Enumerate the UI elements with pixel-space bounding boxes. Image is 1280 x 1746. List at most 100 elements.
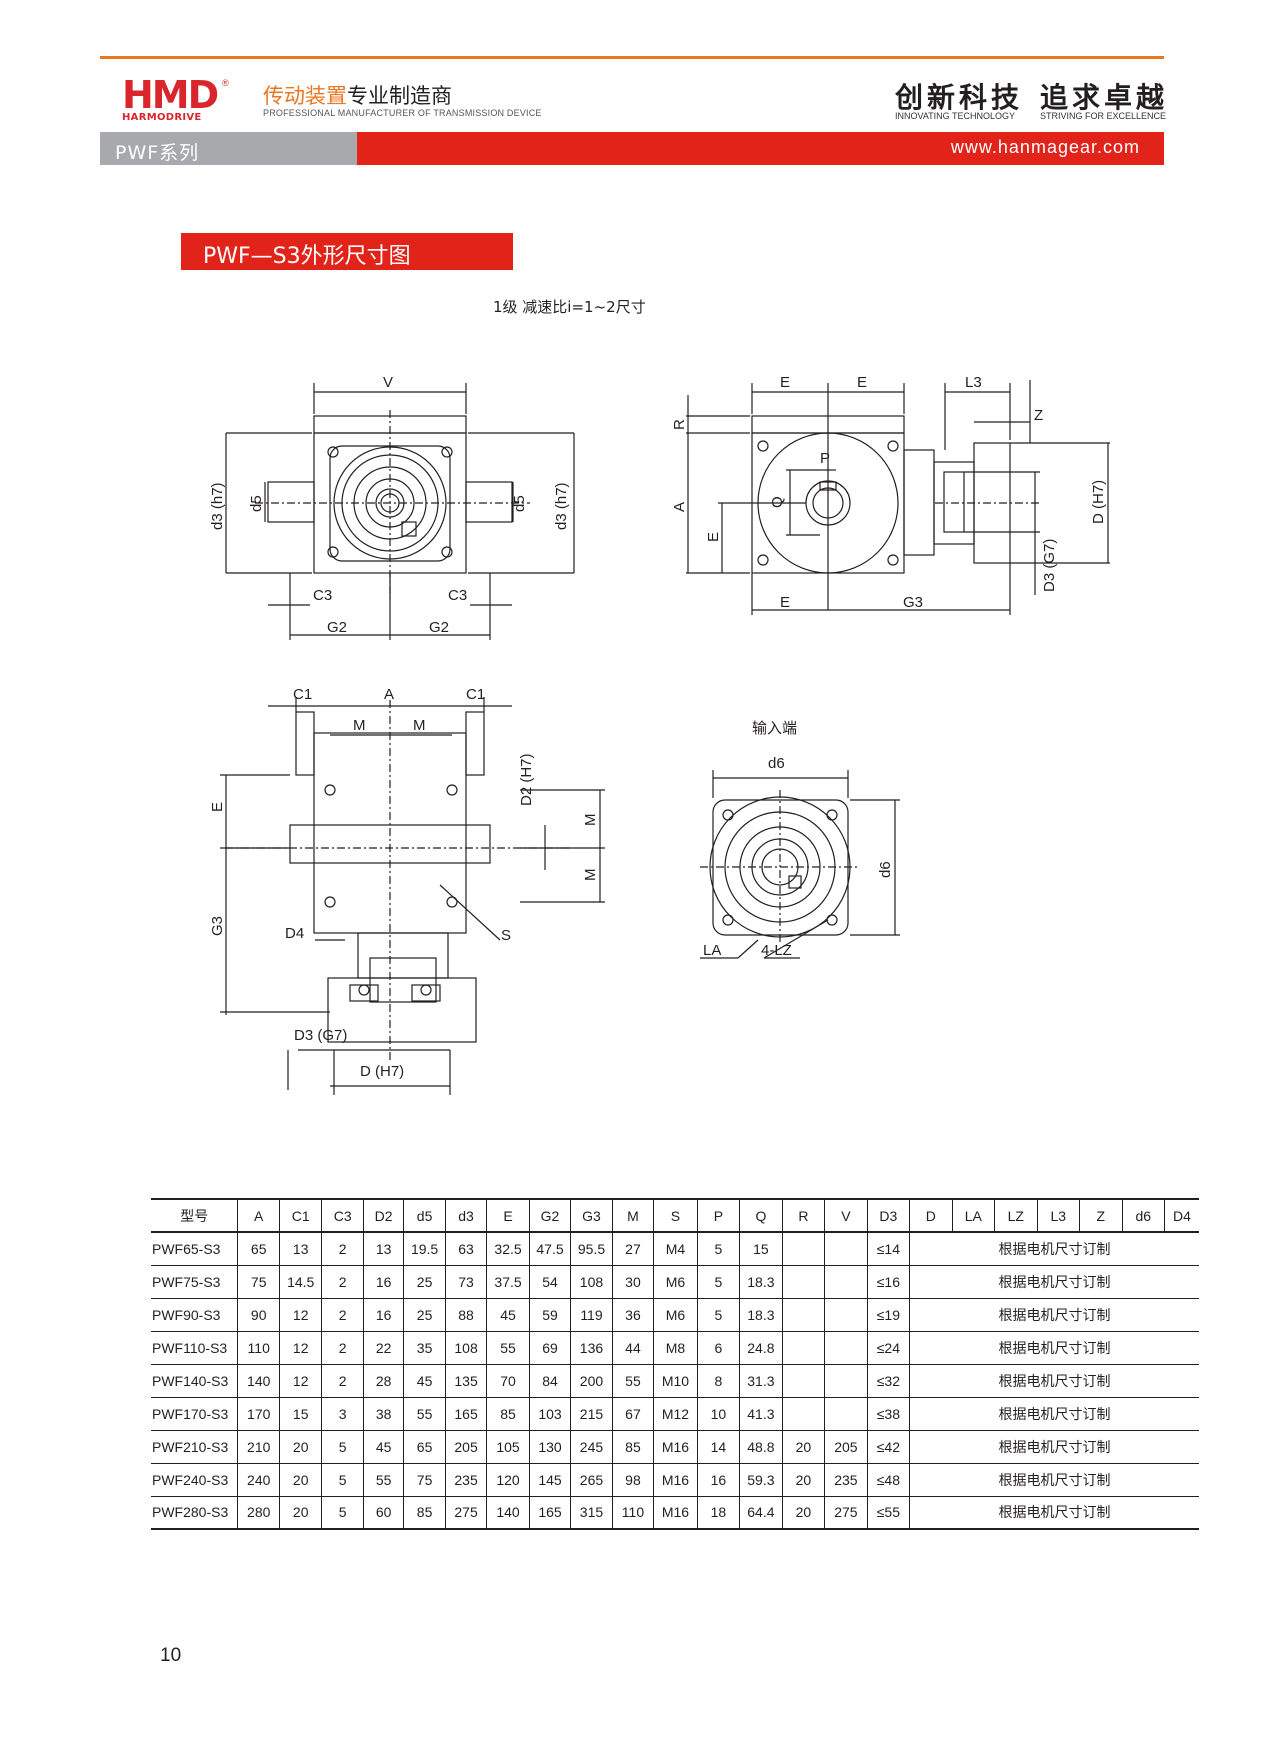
column-header: d5 bbox=[403, 1199, 446, 1232]
table-cell: 5 bbox=[697, 1265, 741, 1298]
table-cell: 275 bbox=[824, 1496, 868, 1529]
table-cell: 47.5 bbox=[529, 1232, 572, 1265]
table-cell: 105 bbox=[486, 1430, 530, 1463]
table-cell: ≤32 bbox=[867, 1364, 911, 1397]
table-cell: 59.3 bbox=[739, 1463, 783, 1496]
label-d6-top: d6 bbox=[768, 755, 785, 772]
table-cell: M4 bbox=[653, 1232, 698, 1265]
table-cell: 12 bbox=[279, 1364, 323, 1397]
table-cell: 136 bbox=[570, 1331, 613, 1364]
table-cell: 73 bbox=[445, 1265, 488, 1298]
table-cell: 20 bbox=[782, 1430, 826, 1463]
model-cell: PWF240-S3 bbox=[151, 1463, 239, 1496]
tagline-prefix: 传动装置 bbox=[263, 84, 347, 108]
table-cell: 210 bbox=[237, 1430, 280, 1463]
label-E-top-view: E bbox=[209, 802, 226, 812]
custom-note-cell: 根据电机尺寸订制 bbox=[998, 1241, 1111, 1258]
table-cell: 315 bbox=[570, 1496, 613, 1529]
table-cell: 88 bbox=[445, 1298, 488, 1331]
table-cell: 18.3 bbox=[739, 1298, 783, 1331]
column-header: S bbox=[653, 1199, 698, 1232]
table-cell: 38 bbox=[363, 1397, 405, 1430]
label-d3-h7-left: d3 (h7) bbox=[209, 482, 226, 530]
table-cell: 5 bbox=[697, 1298, 741, 1331]
table-cell bbox=[782, 1364, 826, 1397]
label-E-side: E bbox=[705, 532, 722, 542]
table-cell: 15 bbox=[739, 1232, 783, 1265]
svg-text:HMD: HMD bbox=[122, 76, 218, 117]
table-cell: 2 bbox=[321, 1364, 364, 1397]
label-C1-left: C1 bbox=[293, 686, 312, 703]
table-cell bbox=[782, 1331, 826, 1364]
table-cell: ≤42 bbox=[867, 1430, 911, 1463]
label-C3-right: C3 bbox=[448, 587, 467, 604]
table-cell: 67 bbox=[612, 1397, 655, 1430]
table-cell: ≤14 bbox=[867, 1232, 911, 1265]
table-cell: 63 bbox=[445, 1232, 488, 1265]
table-cell: 55 bbox=[363, 1463, 405, 1496]
table-cell: 5 bbox=[697, 1232, 741, 1265]
table-cell: 235 bbox=[824, 1463, 868, 1496]
table-cell: 59 bbox=[529, 1298, 572, 1331]
label-E-top-left: E bbox=[780, 374, 790, 391]
table-cell bbox=[782, 1265, 826, 1298]
table-cell: 13 bbox=[279, 1232, 323, 1265]
logo-subtitle: HARMODRIVE bbox=[122, 112, 202, 123]
table-cell bbox=[782, 1298, 826, 1331]
label-E-top-right: E bbox=[857, 374, 867, 391]
column-header: V bbox=[824, 1199, 868, 1232]
table-cell: 108 bbox=[445, 1331, 488, 1364]
label-C3-left: C3 bbox=[313, 587, 332, 604]
table-cell: 280 bbox=[237, 1496, 280, 1529]
label-A-side: A bbox=[671, 502, 688, 512]
label-d3-h7-right: d3 (h7) bbox=[553, 482, 570, 530]
column-header: C3 bbox=[321, 1199, 364, 1232]
table-cell: 32.5 bbox=[486, 1232, 530, 1265]
table-cell: 20 bbox=[782, 1463, 826, 1496]
slogan-excellence: 追求卓越 bbox=[1040, 81, 1169, 114]
column-header: LZ bbox=[994, 1199, 1038, 1232]
model-cell: PWF110-S3 bbox=[151, 1331, 239, 1364]
label-G2-right: G2 bbox=[429, 619, 449, 636]
table-cell: 145 bbox=[529, 1463, 572, 1496]
series-bar bbox=[100, 132, 357, 165]
table-cell: 14 bbox=[697, 1430, 741, 1463]
column-header: Q bbox=[739, 1199, 783, 1232]
table-cell bbox=[824, 1232, 868, 1265]
custom-note-cell: 根据电机尺寸订制 bbox=[998, 1406, 1111, 1423]
table-cell: 22 bbox=[363, 1331, 405, 1364]
column-header: E bbox=[486, 1199, 530, 1232]
table-cell: 16 bbox=[697, 1463, 741, 1496]
column-header: D3 bbox=[867, 1199, 911, 1232]
table-cell: 65 bbox=[237, 1232, 280, 1265]
table-cell: 16 bbox=[363, 1298, 405, 1331]
table-cell: 20 bbox=[279, 1496, 323, 1529]
table-cell: 119 bbox=[570, 1298, 613, 1331]
model-cell: PWF210-S3 bbox=[151, 1430, 239, 1463]
label-D3-G7-side: D3 (G7) bbox=[1041, 539, 1058, 592]
table-cell: 30 bbox=[612, 1265, 655, 1298]
custom-note-cell: 根据电机尺寸订制 bbox=[998, 1439, 1111, 1456]
section-title: PWF—S3外形尺寸图 bbox=[181, 233, 513, 270]
table-cell: ≤19 bbox=[867, 1298, 911, 1331]
table-cell: 45 bbox=[403, 1364, 446, 1397]
table-cell: ≤55 bbox=[867, 1496, 911, 1529]
table-cell: 95.5 bbox=[570, 1232, 613, 1265]
table-cell: 245 bbox=[570, 1430, 613, 1463]
table-cell: 103 bbox=[529, 1397, 572, 1430]
table-cell: 8 bbox=[697, 1364, 741, 1397]
label-P: P bbox=[820, 450, 830, 467]
series-label: PWF系列 bbox=[115, 142, 200, 164]
table-cell: M8 bbox=[653, 1331, 698, 1364]
table-cell: 15 bbox=[279, 1397, 323, 1430]
table-cell: 70 bbox=[486, 1364, 530, 1397]
label-G3-side: G3 bbox=[903, 594, 923, 611]
column-header: Z bbox=[1079, 1199, 1123, 1232]
table-cell: 20 bbox=[279, 1463, 323, 1496]
table-cell: 98 bbox=[612, 1463, 655, 1496]
table-cell bbox=[824, 1397, 868, 1430]
